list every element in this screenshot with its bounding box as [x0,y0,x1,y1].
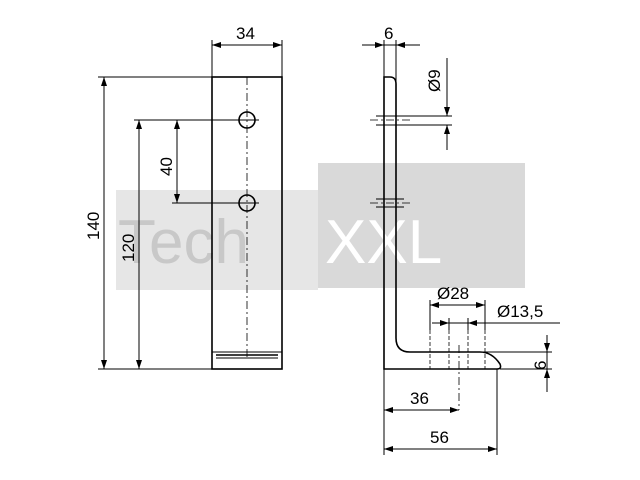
dim-40-arrow-bottom [174,194,180,203]
side-profile-outline [383,76,502,370]
dim-dia28-label: Ø28 [437,284,469,303]
dim-140-arrow-bottom [101,360,107,369]
dim-34-arrow-left [212,42,221,48]
dim-56-arrow-left [384,446,393,452]
dim-140-arrow-top [101,77,107,86]
dim-56-label: 56 [430,428,449,447]
watermark-band [116,190,318,290]
side-view: 6 Ø9 Ø28 Ø13,5 6 36 [362,24,560,455]
front-view: 34 140 120 40 [84,24,283,370]
dim-dia135-arrow-left [440,320,449,326]
dim-dia9-arrow-top [444,107,450,116]
dim-120-arrow-bottom [136,360,142,369]
dim-dia28-arrow-right [476,302,485,308]
dim-6-top-arrow-right [396,42,405,48]
dim-40-arrow-top [174,120,180,129]
dim-6-top-arrow-left [375,42,384,48]
dim-dia9-arrow-bottom [444,125,450,134]
dim-34-arrow-right [273,42,282,48]
dim-120-arrow-top [136,120,142,129]
dim-6-base-arrow-bottom [544,369,550,378]
dim-6-top-label: 6 [384,24,393,43]
dim-40-label: 40 [157,157,176,176]
dim-34-label: 34 [236,24,255,43]
dim-6-base-arrow-top [544,343,550,352]
watermark-text-tech: Tech [118,208,249,277]
watermark-box [318,163,525,288]
dim-56-arrow-right [488,446,497,452]
dim-140-label: 140 [84,212,103,240]
dim-36-arrow-left [384,407,393,413]
dim-dia28-arrow-left [430,302,439,308]
dim-dia135-label: Ø13,5 [497,302,543,321]
dim-dia135-arrow-right [468,320,477,326]
dim-36-label: 36 [410,389,429,408]
dim-6-base-label: 6 [531,361,550,370]
dim-120-label: 120 [119,234,138,262]
dim-dia9-label: Ø9 [425,69,444,92]
dim-36-arrow-right [450,407,459,413]
